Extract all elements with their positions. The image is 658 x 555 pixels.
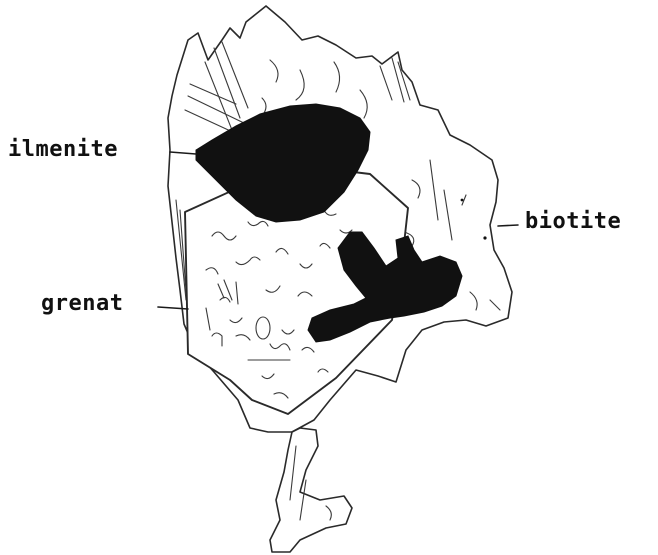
- biotite-leader-line: [498, 225, 518, 226]
- grenat-label: grenat: [41, 293, 123, 315]
- biotite-lower-tail: [270, 428, 352, 552]
- speck-mark: [461, 199, 464, 202]
- ilmenite-label: ilmenite: [8, 139, 118, 161]
- speck-mark: [483, 236, 486, 239]
- biotite-label: biotite: [525, 211, 621, 233]
